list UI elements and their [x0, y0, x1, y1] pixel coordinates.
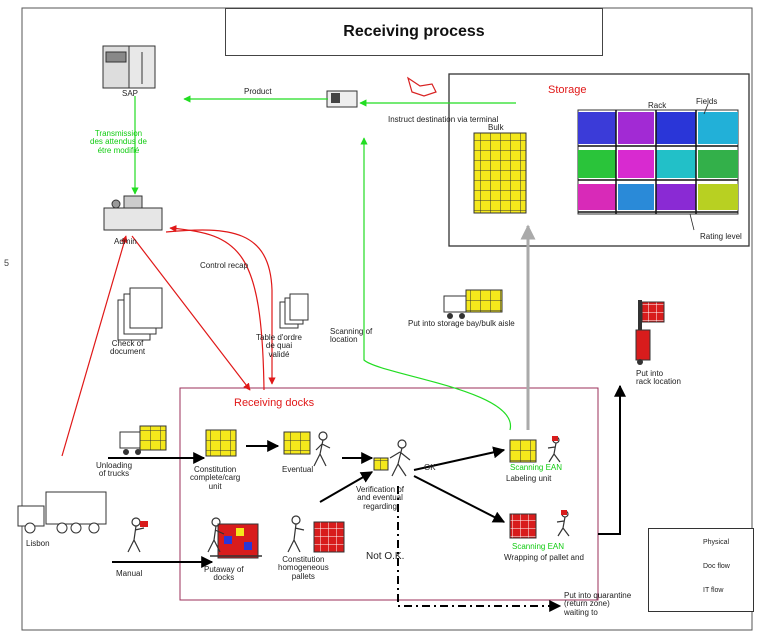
terminal-icon — [326, 90, 358, 108]
verification-label: Verification of and eventual regarding — [356, 485, 405, 511]
documents-stack-icon — [117, 287, 163, 341]
ok-label: OK — [424, 463, 436, 472]
legend-doc-flow: Doc flow — [657, 561, 749, 575]
admin-label: Admin — [114, 237, 137, 246]
scanner-red-2 — [561, 510, 567, 515]
instruct-label: Instruct destination via terminal — [388, 115, 499, 124]
doc-flow-admin-loop — [165, 229, 276, 385]
dock-list-documents-icon — [279, 293, 309, 329]
doc-flow-docks-to-admin — [169, 224, 265, 391]
title-box: Receiving process — [225, 8, 603, 56]
storage-forklift-icon — [443, 289, 503, 319]
rack-shelves — [577, 109, 739, 215]
receiving-docks-title: Receiving docks — [234, 397, 315, 409]
flow-ok — [413, 446, 506, 471]
receiving-docks-box — [179, 387, 599, 601]
doc-flow-admin-to-docks — [131, 235, 251, 391]
legend: Physical Doc flow IT flow — [648, 528, 754, 612]
constitution-1-label: Constitution complete/carg unit — [190, 465, 241, 491]
flow-to-wrapping — [413, 475, 506, 523]
page-title: Receiving process — [343, 23, 485, 40]
rack-label: Rack — [648, 101, 667, 110]
rack-location-label: Put into rack location — [636, 369, 681, 387]
rating-level-label: Rating level — [700, 232, 742, 241]
doc-flow-lisbon-to-admin — [61, 235, 128, 457]
worker-figures — [127, 431, 570, 553]
scanning-ean-1-label: Scanning EAN — [510, 463, 563, 472]
labeling-unit-label: Labeling unit — [506, 474, 552, 483]
scanner-red-1 — [552, 436, 558, 441]
legend-physical-label: Physical — [703, 539, 730, 546]
flow-homogeneous-to-verification — [319, 471, 374, 503]
putaway-docks-label: Putaway of docks — [204, 565, 244, 583]
check-document-label: Check of document — [110, 339, 146, 357]
unloading-forklift-icon — [119, 425, 167, 455]
not-ok-label: Not O.K. — [366, 551, 405, 562]
handheld-scanner-icon — [406, 76, 437, 97]
unloading-label: Unloading of trucks — [96, 461, 133, 479]
pallet-verification — [373, 457, 389, 471]
pallet-wrapping — [509, 513, 537, 539]
eventual-label: Eventual — [282, 465, 314, 474]
flow-not-ok — [397, 486, 562, 612]
quarantine-label: Put into quarantine (return zone) waitin… — [564, 591, 632, 617]
constitution-2-label: Constitution homogeneous pallets — [278, 555, 329, 581]
scan-location-label: Scanning of location — [330, 327, 373, 345]
mixed-pallet-trolley-icon — [210, 523, 262, 559]
flow-to-rack — [598, 384, 626, 535]
side-mark: 5 — [4, 258, 10, 268]
legend-it-flow: IT flow — [657, 585, 749, 599]
fields-label: Fields — [696, 97, 718, 106]
wrapping-label: Wrapping of pallet and — [504, 553, 584, 562]
pallet-eventual — [283, 431, 311, 455]
sap-label: SAP — [122, 89, 139, 98]
admin-desk-icon — [103, 195, 163, 231]
reach-truck-icon — [635, 300, 665, 365]
lisbon-label: Lisbon — [26, 539, 50, 548]
bulk-stock-grid — [473, 132, 527, 214]
it-flow-docks-to-terminal — [360, 137, 511, 431]
control-recap-label: Control recap — [200, 261, 249, 270]
dock-list-label: Table d'ordre de quai validé — [256, 333, 302, 359]
truck-icon — [17, 491, 107, 534]
manual-label: Manual — [116, 569, 143, 578]
storage-title: Storage — [548, 84, 587, 96]
red-box-carried — [140, 521, 148, 527]
product-label: Product — [244, 87, 272, 96]
bulk-storage-label: Put into storage bay/bulk aisle — [408, 319, 515, 328]
legend-doc-flow-label: Doc flow — [703, 563, 730, 570]
pallet-constitution-1 — [205, 429, 237, 457]
pallet-homogeneous — [313, 521, 345, 553]
pallet-labeling — [509, 439, 537, 463]
scanning-ean-2-label: Scanning EAN — [512, 542, 565, 551]
legend-it-flow-label: IT flow — [703, 587, 724, 594]
transmission-label: Transmission des attendus de étre modifi… — [90, 129, 147, 155]
bulk-label: Bulk — [488, 123, 504, 132]
sap-computer-icon — [102, 45, 156, 89]
legend-physical: Physical — [657, 537, 749, 551]
